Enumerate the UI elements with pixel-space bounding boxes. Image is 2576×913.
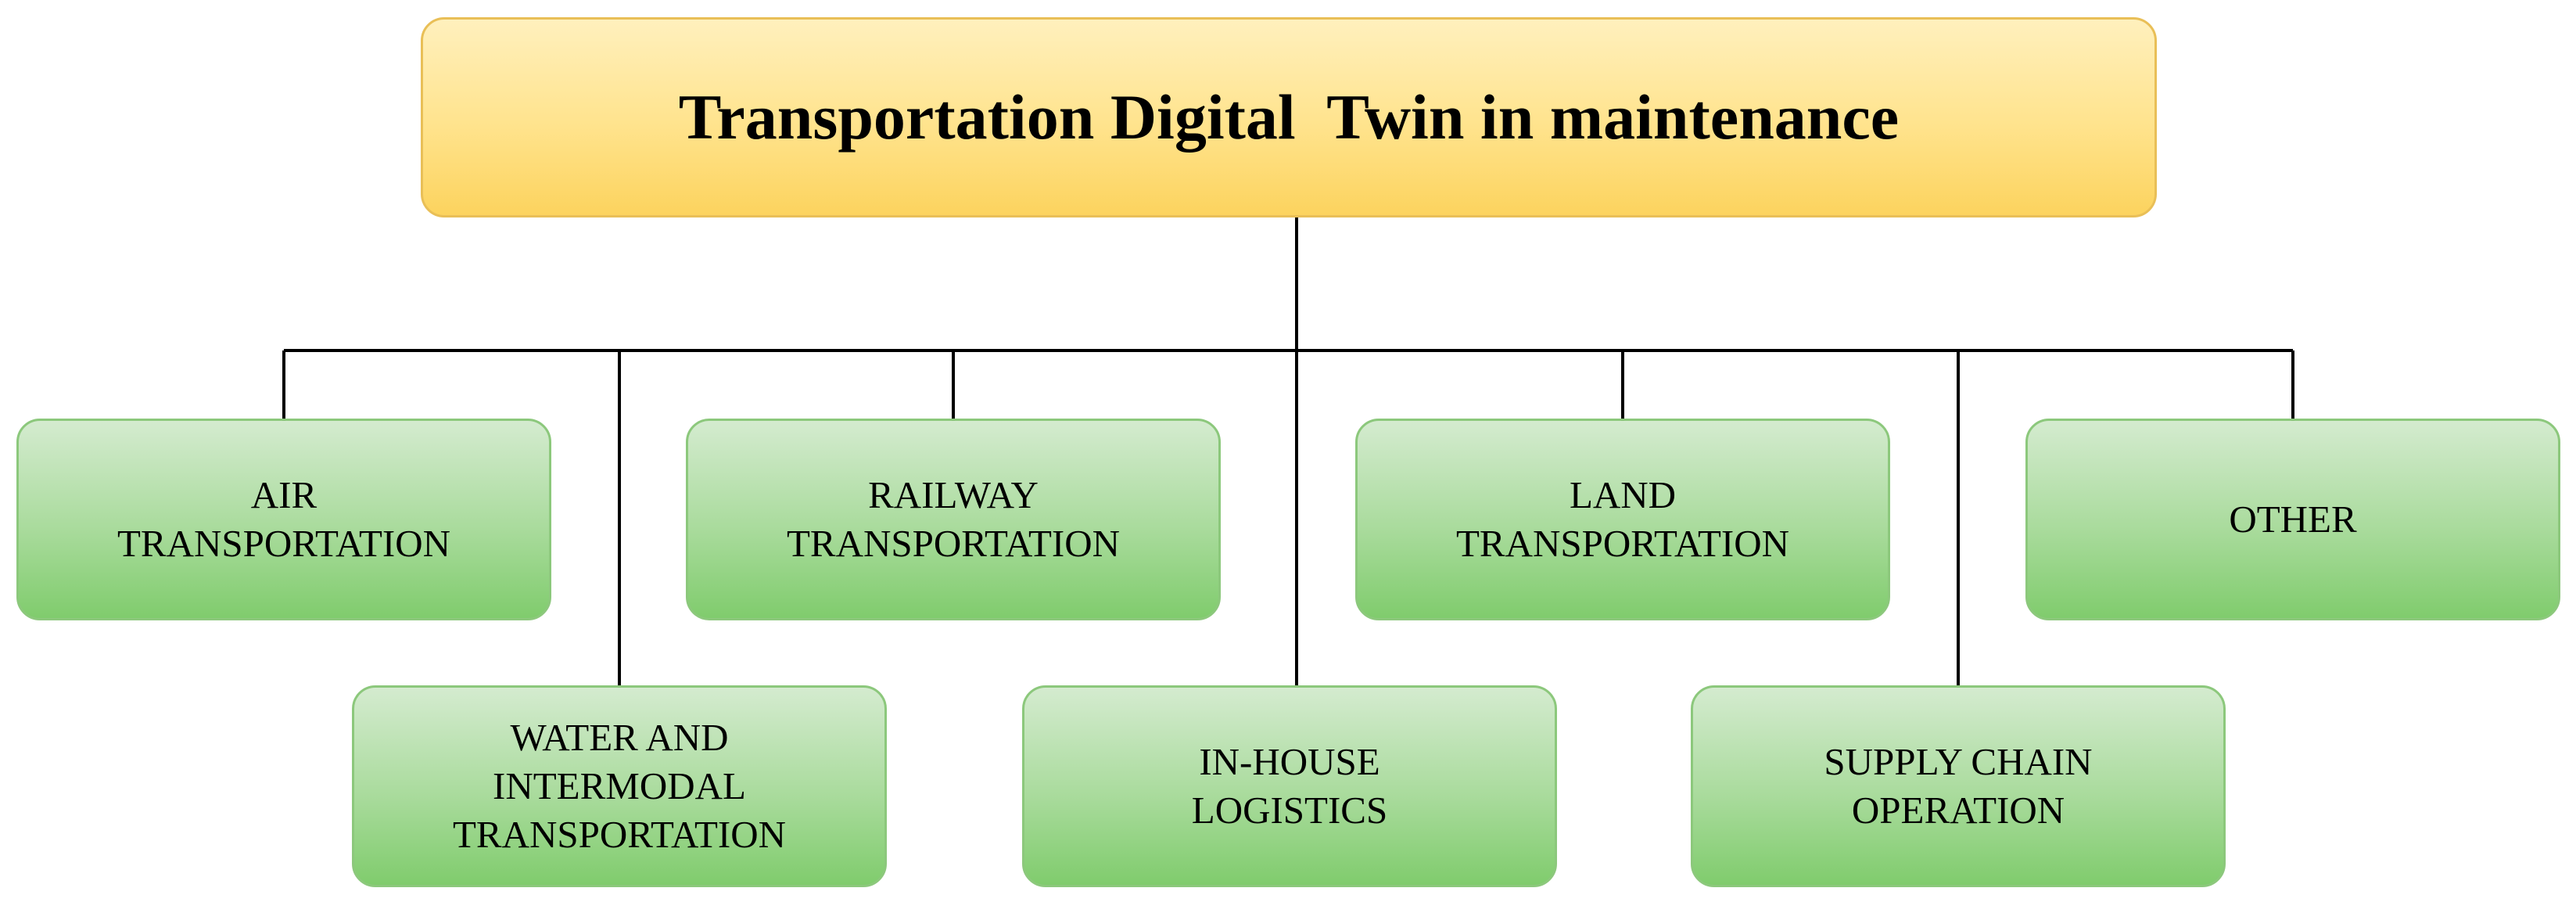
root-title: Transportation Digital Twin in maintenan… [678,81,1900,153]
node-label-supply: SUPPLY CHAIN OPERATION [1824,740,2093,832]
node-air-transportation: AIR TRANSPORTATION [16,419,551,620]
node-label-air: AIR TRANSPORTATION [117,473,450,565]
node-land-transportation: LAND TRANSPORTATION [1355,419,1890,620]
node-label-water: WATER AND INTERMODAL TRANSPORTATION [453,716,786,856]
root-node: Transportation Digital Twin in maintenan… [421,17,2157,217]
node-label-inhouse: IN-HOUSE LOGISTICS [1191,740,1388,832]
node-railway-transportation: RAILWAY TRANSPORTATION [686,419,1221,620]
node-label-other: OTHER [2229,498,2357,541]
node-water-intermodal-transportation: WATER AND INTERMODAL TRANSPORTATION [352,685,887,887]
node-supply-chain-operation: SUPPLY CHAIN OPERATION [1691,685,2226,887]
node-other: OTHER [2025,419,2560,620]
node-label-railway: RAILWAY TRANSPORTATION [787,473,1120,565]
node-in-house-logistics: IN-HOUSE LOGISTICS [1022,685,1557,887]
node-label-land: LAND TRANSPORTATION [1456,473,1789,565]
